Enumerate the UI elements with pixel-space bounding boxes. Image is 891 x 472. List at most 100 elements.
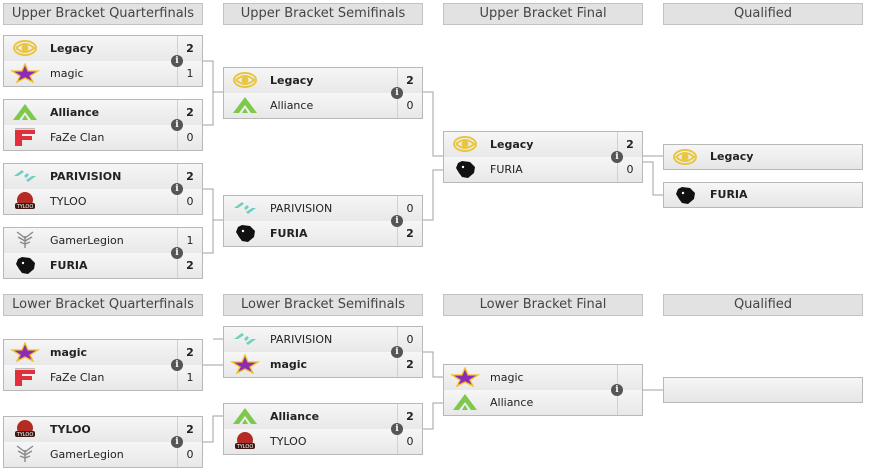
team-name: FaZe Clan: [50, 371, 105, 384]
magic-logo-icon: [9, 62, 41, 84]
tyloo-logo-icon: TYLOO: [10, 419, 40, 439]
team-name: Alliance: [270, 410, 320, 423]
team-score: [617, 390, 642, 415]
team-score: 2: [177, 100, 202, 125]
team-score: [617, 365, 642, 390]
team-score: 2: [397, 68, 422, 93]
match-info-icon[interactable]: i: [611, 151, 623, 163]
legacy-logo-icon: [230, 70, 260, 90]
lower-header-1: Lower Bracket Semifinals: [223, 294, 423, 316]
furia-logo-icon: [670, 185, 700, 205]
legacy-logo-icon: [10, 38, 40, 58]
team-name: FURIA: [50, 259, 88, 272]
team-score: 1: [177, 228, 202, 253]
match-info-icon[interactable]: i: [171, 119, 183, 131]
team-name: magic: [50, 67, 84, 80]
furia-logo-icon: [230, 223, 260, 243]
team-row[interactable]: FaZe Clan 1: [4, 365, 202, 390]
match-info-icon[interactable]: i: [171, 436, 183, 448]
alliance-logo-icon: [10, 102, 40, 122]
match-info-icon[interactable]: i: [171, 359, 183, 371]
team-name: magic: [50, 346, 88, 359]
team-name: Alliance: [490, 396, 534, 409]
team-name: FaZe Clan: [50, 131, 105, 144]
team-row[interactable]: Alliance: [444, 390, 642, 415]
parivision-logo-icon: [230, 198, 260, 218]
match-info-icon[interactable]: i: [391, 215, 403, 227]
match-info-icon[interactable]: i: [391, 423, 403, 435]
upper-header-3: Qualified: [663, 3, 863, 25]
faze-logo-icon: [10, 367, 40, 387]
team-name: GamerLegion: [50, 448, 124, 461]
team-row[interactable]: TYLOO TYLOO 0: [4, 189, 202, 214]
team-name: Legacy: [50, 42, 94, 55]
team-score: 1: [177, 365, 202, 390]
svg-text:TYLOO: TYLOO: [16, 204, 34, 210]
team-score: 0: [177, 125, 202, 150]
match-info-icon[interactable]: i: [171, 55, 183, 67]
team-score: 2: [397, 404, 422, 429]
team-name: FURIA: [490, 163, 523, 176]
magic-logo-icon: [449, 366, 481, 388]
team-score: 0: [177, 189, 202, 214]
team-name: FURIA: [710, 188, 748, 201]
match-info-icon[interactable]: i: [391, 346, 403, 358]
team-score: 0: [397, 196, 422, 221]
team-score: 0: [397, 93, 422, 118]
gamerlegion-logo-icon: [10, 444, 40, 464]
svg-text:TYLOO: TYLOO: [16, 432, 34, 438]
match-info-icon[interactable]: i: [611, 384, 623, 396]
team-name: PARIVISION: [270, 202, 333, 215]
team-name: Legacy: [710, 150, 754, 163]
team-row[interactable]: magic 2: [224, 352, 422, 377]
upper-header-1: Upper Bracket Semifinals: [223, 3, 423, 25]
team-row[interactable]: FaZe Clan 0: [4, 125, 202, 150]
parivision-logo-icon: [10, 166, 40, 186]
team-row[interactable]: Alliance 0: [224, 93, 422, 118]
legacy-logo-icon: [670, 147, 700, 167]
team-name: Legacy: [270, 74, 314, 87]
match-info-icon[interactable]: i: [171, 183, 183, 195]
team-score: 2: [177, 340, 202, 365]
team-name: magic: [270, 358, 308, 371]
team-row[interactable]: Alliance 2: [224, 404, 422, 430]
tyloo-logo-icon: TYLOO: [10, 191, 40, 211]
qualified-slot[interactable]: FURIA: [663, 182, 863, 208]
magic-logo-icon: [9, 341, 41, 363]
team-row[interactable]: FURIA 2: [4, 253, 202, 278]
match-info-icon[interactable]: i: [391, 87, 403, 99]
alliance-logo-icon: [450, 392, 480, 412]
team-row[interactable]: magic 2: [4, 340, 202, 366]
team-score: 2: [397, 352, 422, 377]
team-name: PARIVISION: [270, 333, 333, 346]
qualified-slot[interactable]: [663, 377, 863, 403]
match-info-icon[interactable]: i: [171, 247, 183, 259]
team-name: Legacy: [490, 138, 534, 151]
team-score: 2: [177, 253, 202, 278]
team-name: magic: [490, 371, 524, 384]
team-name: Alliance: [270, 99, 314, 112]
upper-header-2: Upper Bracket Final: [443, 3, 643, 25]
team-name: TYLOO: [50, 195, 87, 208]
team-score: 2: [397, 221, 422, 246]
furia-logo-icon: [10, 255, 40, 275]
qualified-slot[interactable]: Legacy: [663, 144, 863, 170]
